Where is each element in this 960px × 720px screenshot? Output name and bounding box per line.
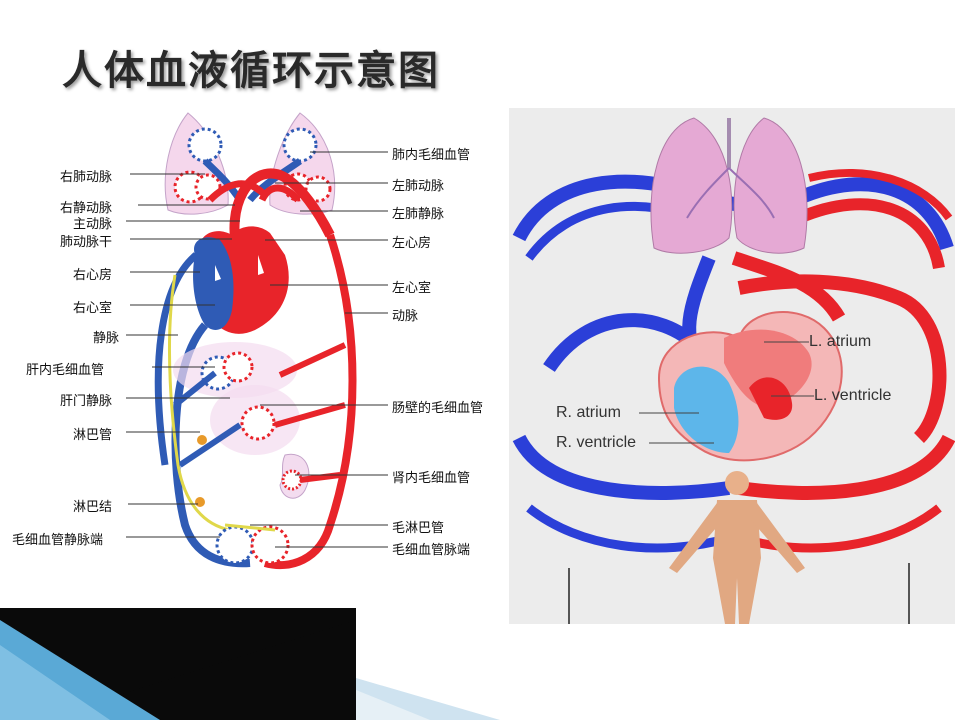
label-arterial-capillary-end: 毛细血管脉端	[392, 543, 471, 558]
slide-title: 人体血液循环示意图	[62, 48, 440, 94]
label-pulmonary-trunk: 肺动脉干	[60, 235, 113, 250]
circulation-diagram-right: L. atrium L. ventricle R. atrium R. vent…	[509, 108, 956, 624]
label-lung-capillaries: 肺内毛细血管	[392, 148, 471, 163]
label-intestinal-capillaries: 肠壁的毛细血管	[392, 401, 484, 416]
label-right-ventricle: 右心室	[73, 301, 113, 316]
lung-capillaries-right	[173, 127, 223, 204]
human-figure-illustration	[669, 471, 805, 624]
label-aorta: 主动脉	[73, 217, 113, 232]
label-right-vein: 右静动脉	[60, 201, 113, 216]
label-right-pulmonary-artery: 右肺动脉	[60, 170, 113, 185]
label-right-ventricle-en: R. ventricle	[556, 434, 637, 451]
label-right-atrium-en: R. atrium	[556, 404, 621, 421]
label-left-atrium-en: L. atrium	[809, 333, 872, 350]
circulation-diagram-svg	[126, 112, 388, 570]
label-left-atrium: 左心房	[392, 236, 432, 251]
label-lymph-node: 淋巴结	[73, 500, 113, 515]
label-vein: 静脉	[93, 331, 120, 346]
label-left-ventricle: 左心室	[392, 281, 432, 296]
label-left-pulmonary-artery: 左肺动脉	[392, 179, 445, 194]
label-artery: 动脉	[392, 309, 419, 324]
circulation-illustration-svg	[509, 108, 956, 624]
label-right-atrium: 右心房	[73, 268, 113, 283]
decorative-corner-shapes	[0, 608, 500, 720]
label-lymph-capillaries: 毛淋巴管	[392, 521, 445, 536]
label-left-pulmonary-vein: 左肺静脉	[392, 207, 445, 222]
label-venous-capillary-end: 毛细血管静脉端	[12, 533, 104, 548]
circulation-diagram-left: 右肺动脉 右静动脉 主动脉 肺动脉干 右心房 右心室 静脉 肝内毛细血管 肝门静…	[0, 105, 510, 585]
label-liver-capillaries: 肝内毛细血管	[26, 363, 105, 378]
label-lymph-vessel: 淋巴管	[73, 428, 113, 443]
label-leaders-illustration	[639, 341, 814, 444]
label-hepatic-portal-vein: 肝门静脉	[60, 394, 113, 409]
lungs-illustration	[650, 117, 808, 254]
label-kidney-capillaries: 肾内毛细血管	[392, 471, 471, 486]
label-leaders-right	[250, 151, 388, 548]
lymph-vessel	[167, 274, 231, 532]
heart-right	[193, 237, 234, 330]
label-leaders-left	[126, 173, 240, 538]
heart-illustration	[657, 311, 843, 462]
label-left-ventricle-en: L. ventricle	[814, 387, 892, 404]
